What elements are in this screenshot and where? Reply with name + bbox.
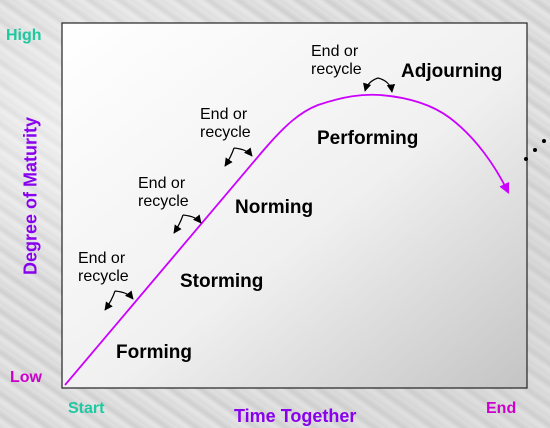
continuation-dot: [524, 157, 528, 161]
stage-adjourning-label: Adjourning: [401, 61, 502, 82]
chart-panel: [61, 22, 528, 389]
recycle-note-3-line1: End or: [200, 106, 248, 123]
x-axis-end-label: End: [486, 400, 517, 417]
recycle-arrow-3-left: [224, 147, 235, 167]
x-axis-start-label: Start: [68, 400, 105, 417]
y-axis-low-label: Low: [10, 369, 42, 386]
recycle-arrow-4-left: [363, 77, 379, 92]
recycle-note-3-line2: recycle: [200, 124, 251, 141]
recycle-note-4-line2: recycle: [311, 61, 362, 78]
x-axis-title: Time Together: [234, 406, 357, 426]
stage-norming-label: Norming: [235, 197, 313, 218]
recycle-note-4-line1: End or: [311, 43, 359, 60]
recycle-arrow-3-right: [233, 147, 253, 157]
stage-forming-label: Forming: [116, 342, 192, 363]
recycle-note-1-line2: recycle: [78, 268, 129, 285]
y-axis-high-label: High: [6, 27, 42, 44]
recycle-arrow-4-right: [377, 77, 396, 93]
stage-storming-label: Storming: [180, 271, 263, 292]
stage-performing-label: Performing: [317, 128, 418, 149]
recycle-note-1-line1: End or: [78, 250, 126, 267]
continuation-dot: [542, 139, 546, 143]
recycle-arrow-2-right: [182, 214, 202, 224]
recycle-arrow-2-left: [173, 214, 184, 234]
continuation-dot: [533, 148, 537, 152]
recycle-arrow-1-left: [104, 290, 116, 311]
recycle-arrow-1-right: [114, 290, 134, 300]
maturity-curve: [64, 93, 510, 386]
recycle-note-2-line1: End or: [138, 175, 186, 192]
recycle-note-2-line2: recycle: [138, 193, 189, 210]
